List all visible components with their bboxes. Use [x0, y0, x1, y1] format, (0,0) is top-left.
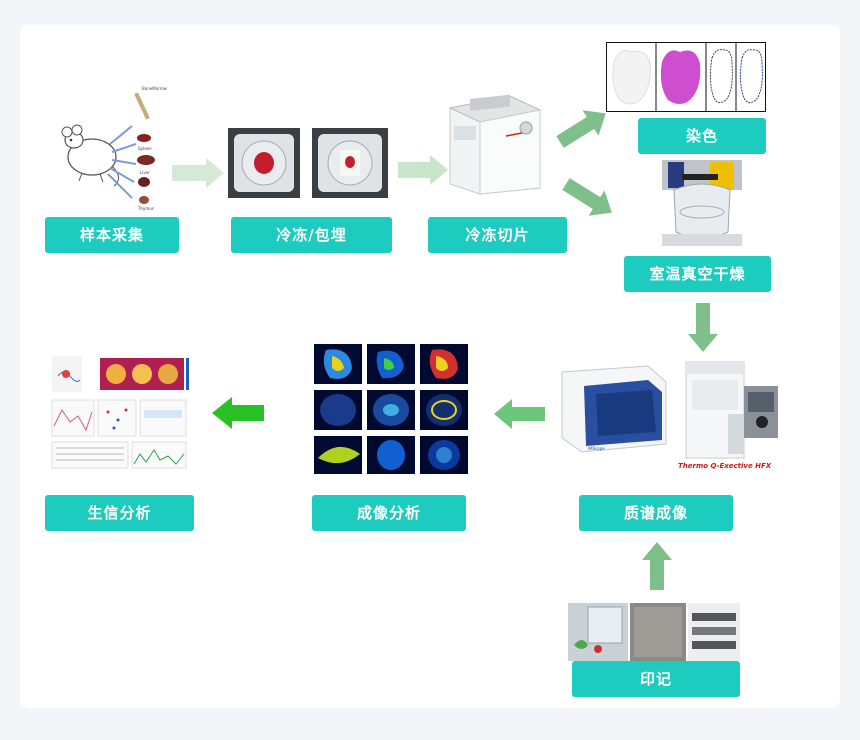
- mass-spec-instruments: iMScope Thermo Q-Exective HFX: [558, 352, 790, 480]
- liver-text: Liver: [140, 170, 150, 175]
- sampling-illustration: BoneMarrow Spleen Liver Thymus: [52, 82, 172, 212]
- staining-images: [606, 42, 766, 112]
- step-label-vacuum-dry: 室温真空干燥: [624, 256, 771, 292]
- arrow-embed-to-section: [398, 155, 448, 185]
- imaging-analysis-grid: [310, 340, 472, 478]
- bone-marrow-text: BoneMarrow: [142, 86, 168, 91]
- instrument-caption: Thermo Q-Exective HFX: [678, 462, 772, 470]
- arrow-drying-to-ms: [688, 303, 718, 352]
- step-label-bioinfo: 生信分析: [45, 495, 194, 531]
- step-label-mass-imaging: 质谱成像: [579, 495, 733, 531]
- step-label-staining: 染色: [638, 118, 766, 154]
- arrow-ms-to-imaging: [494, 399, 545, 429]
- step-label-imaging-analysis: 成像分析: [312, 495, 466, 531]
- step-label-imprint: 印记: [572, 661, 740, 697]
- embedding-photos: [228, 128, 388, 198]
- vacuum-dryer-image: [662, 160, 742, 246]
- cryostat-image: [440, 88, 545, 196]
- arrow-imaging-to-bioinfo: [212, 397, 264, 429]
- arrow-sampling-to-embed: [172, 158, 224, 188]
- bioinfo-panels: [48, 350, 190, 472]
- imprint-photos: [568, 603, 740, 661]
- arrow-to-drying: [562, 178, 612, 216]
- arrow-to-staining: [556, 110, 606, 148]
- step-label-sampling: 样本采集: [45, 217, 179, 253]
- arrow-imprint-to-ms: [642, 542, 672, 590]
- step-label-cryo-section: 冷冻切片: [428, 217, 567, 253]
- thymus-text: Thymus: [137, 206, 154, 211]
- step-label-cryo-embed: 冷冻/包埋: [231, 217, 392, 253]
- svg-text:iMScope: iMScope: [588, 446, 605, 451]
- spleen-text: Spleen: [138, 146, 152, 151]
